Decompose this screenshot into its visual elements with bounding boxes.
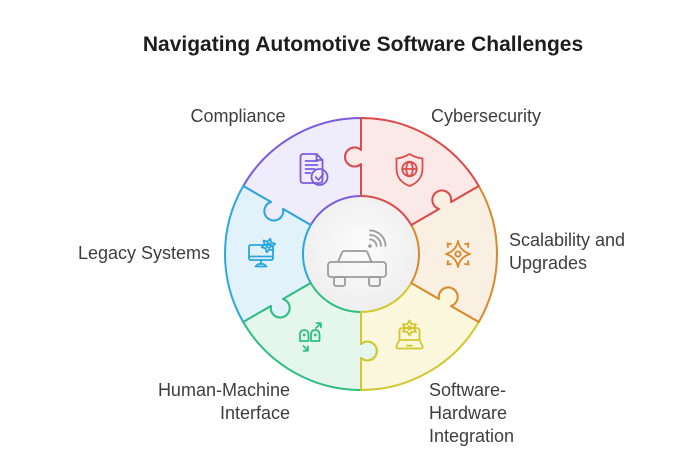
label-legacy-systems: Legacy Systems	[77, 243, 210, 263]
shield-globe-icon	[395, 153, 424, 187]
gesture-control-icon	[299, 322, 322, 352]
label-cybersecurity: Cybersecurity	[430, 106, 542, 126]
connected-car-icon	[327, 229, 387, 287]
page-title: Navigating Automotive Software Challenge…	[142, 33, 584, 56]
label-compliance: Compliance	[190, 106, 286, 126]
laptop-gear-icon	[395, 319, 424, 350]
document-check-icon	[299, 153, 329, 186]
monitor-gear-icon	[248, 237, 277, 268]
center-hub-disc	[303, 196, 419, 312]
compass-star-icon	[445, 240, 471, 268]
